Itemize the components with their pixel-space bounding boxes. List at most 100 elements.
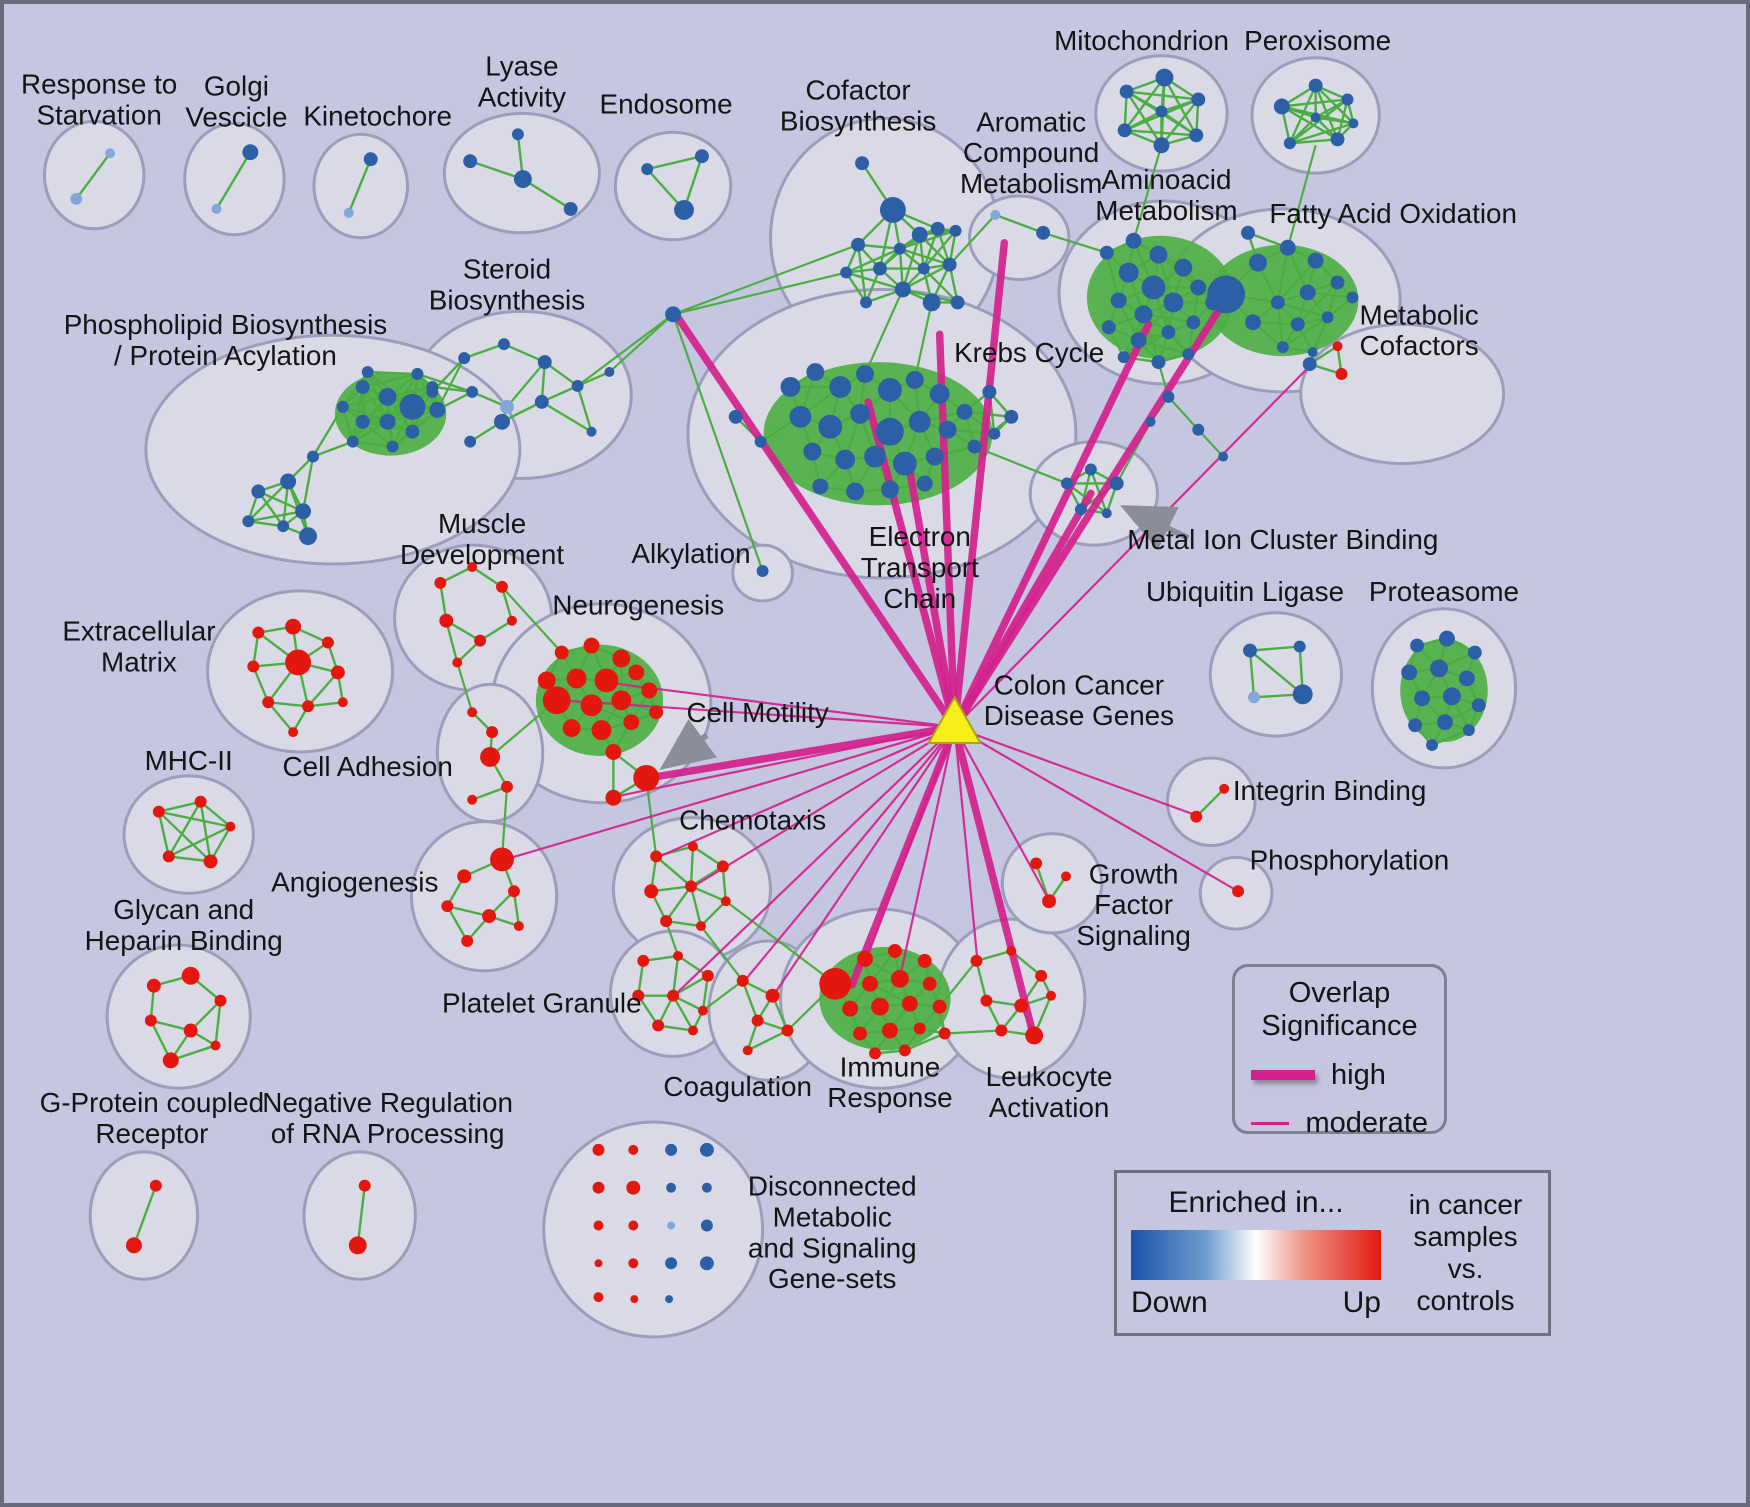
gene-set-node <box>1276 341 1289 354</box>
gene-set-edge <box>994 213 1044 234</box>
gene-set-edge <box>976 949 1012 963</box>
gene-set-node <box>262 696 275 709</box>
gene-set-node <box>379 413 396 430</box>
cluster-ellipse-glycan-heparin-binding <box>105 943 252 1090</box>
gene-set-edge <box>677 954 709 977</box>
gene-set-node <box>879 196 906 223</box>
intercluster-edge <box>700 925 744 982</box>
gene-set-node <box>534 394 549 409</box>
gene-set-node <box>181 966 200 985</box>
gene-set-node <box>967 439 982 454</box>
gene-set-edge <box>471 785 508 801</box>
cluster-ellipse-aromatic-compound-metabolism <box>968 194 1071 282</box>
gene-set-node <box>699 1142 714 1157</box>
gene-set-node <box>203 854 218 869</box>
gene-set-edge <box>665 885 692 922</box>
gene-set-edge <box>168 825 231 858</box>
gene-set-node <box>1290 317 1305 332</box>
overlap-edge-moderate <box>953 726 1240 893</box>
gene-set-edge <box>463 343 505 360</box>
gene-set-node <box>628 1144 639 1155</box>
gene-set-edge <box>1286 247 1309 293</box>
gene-set-node <box>736 974 749 987</box>
intercluster-edge <box>506 361 546 408</box>
gene-set-node <box>1061 871 1071 882</box>
gene-set-node <box>700 1219 713 1232</box>
gene-set-node <box>637 954 650 967</box>
gene-set-edge <box>1125 90 1163 146</box>
gene-set-node <box>1109 476 1124 491</box>
overlap-edge-moderate <box>953 726 1051 902</box>
gene-set-node <box>363 152 378 167</box>
gene-set-node <box>1307 252 1324 269</box>
gene-set-node <box>563 201 578 216</box>
gene-set-node <box>1145 416 1156 427</box>
high-significance-line-swatch <box>1251 1070 1315 1081</box>
gene-set-node <box>1426 739 1438 752</box>
gene-set-node <box>1346 291 1359 304</box>
gene-set-edge <box>1282 316 1329 349</box>
gene-set-node <box>1134 305 1153 324</box>
gene-set-node <box>591 720 612 741</box>
gene-set-node <box>1279 239 1296 256</box>
cluster-ellipse-mhc-ii <box>122 774 255 895</box>
cluster-label-kinetochore: Kinetochore <box>303 100 452 131</box>
gene-set-edge <box>1249 645 1300 652</box>
cluster-label-angiogenesis: Angiogenesis <box>271 866 438 897</box>
gene-set-node <box>1182 348 1195 361</box>
gene-set-node <box>890 969 909 988</box>
gene-set-edge <box>158 810 231 828</box>
overlap-edge-high <box>950 238 1009 731</box>
gene-set-node <box>649 705 664 720</box>
gene-set-node <box>818 414 843 439</box>
gene-set-node <box>894 281 911 298</box>
gene-set-edge <box>446 905 469 942</box>
cluster-ellipse-angiogenesis <box>409 820 559 973</box>
intercluster-edge <box>1167 396 1200 431</box>
gene-set-node <box>1153 137 1170 154</box>
gene-set-node <box>701 969 714 982</box>
gene-set-node <box>701 1182 712 1193</box>
gene-set-node <box>1207 275 1246 314</box>
gene-set-node <box>1243 643 1257 658</box>
gene-set-edge <box>1315 116 1354 125</box>
gene-set-node <box>765 988 780 1003</box>
intercluster-edge <box>1132 144 1163 242</box>
gene-set-edge <box>845 247 901 274</box>
gene-set-edge <box>157 810 212 863</box>
gene-set-node <box>183 1023 198 1038</box>
cluster-label-electron-transport-chain: Krebs Cycle <box>954 337 1104 368</box>
gene-set-node <box>917 953 932 968</box>
intercluster-edge <box>1286 144 1317 248</box>
gene-set-node <box>1174 258 1193 277</box>
intercluster-edge <box>938 960 978 1008</box>
intercluster-edge <box>864 289 904 375</box>
gene-set-edge <box>1311 316 1329 353</box>
gene-set-node <box>1192 423 1205 436</box>
gene-set-node <box>348 1236 367 1255</box>
overlap-edge-high <box>950 723 1037 1039</box>
overlap-edge-moderate <box>656 726 956 859</box>
gene-set-node <box>667 1221 676 1230</box>
gene-set-node <box>685 880 697 893</box>
gene-set-node <box>386 440 399 453</box>
intercluster-edge <box>608 313 674 373</box>
gene-set-edge <box>975 960 988 1001</box>
gene-set-node <box>812 478 829 495</box>
gene-set-node <box>511 128 524 141</box>
overlap-edge-moderate <box>771 726 956 998</box>
gene-set-node <box>1190 810 1203 823</box>
gene-set-edge <box>899 247 950 266</box>
gene-set-node <box>1110 292 1127 309</box>
gene-set-node <box>1348 118 1359 129</box>
gene-set-node <box>571 379 584 392</box>
gene-set-edge <box>214 1000 222 1046</box>
gene-set-node <box>467 794 478 805</box>
gene-set-node <box>988 427 1001 440</box>
gene-set-node <box>871 997 889 1016</box>
gene-set-node <box>1414 690 1431 707</box>
gene-set-node <box>355 379 370 394</box>
